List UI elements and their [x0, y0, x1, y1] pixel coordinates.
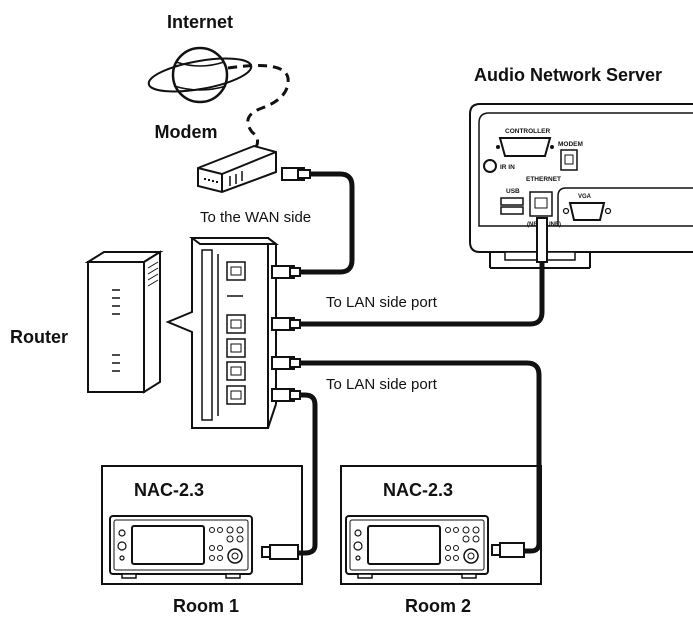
room-2-label: Room 2: [405, 596, 471, 616]
cable-router-to-room1: [296, 392, 318, 556]
server-label: Audio Network Server: [474, 65, 662, 85]
router-plug-icons: [271, 265, 301, 402]
modem-cable-plug-icon: [281, 167, 311, 181]
lan-label-1: To LAN side port: [326, 294, 438, 311]
usb-port-bottom: [500, 206, 524, 215]
modem-device-icon: [197, 144, 277, 194]
room-2-device-label: NAC-2.3: [383, 480, 453, 500]
panel-ethernet-label: ETHERNET: [526, 176, 561, 183]
server-rear-panel: CONTROLLER MODEM IR IN ETHERNET USB (NET…: [469, 103, 693, 269]
room-1-label: Room 1: [173, 596, 239, 616]
room-1-cable-plug-icon: [261, 544, 299, 560]
room-2-cable-plug-icon: [491, 542, 525, 558]
internet-globe-icon: [147, 46, 253, 104]
room-2-box: [340, 465, 542, 585]
router-panel-callout: [165, 237, 279, 429]
panel-vga-label: VGA: [578, 194, 592, 200]
modem-label: Modem: [155, 122, 218, 142]
modem-port: [560, 149, 578, 171]
internet-label: Internet: [167, 12, 233, 32]
wan-label: To the WAN side: [200, 209, 311, 226]
cable-router-to-room2: [300, 360, 542, 554]
router-tower-icon: [84, 250, 164, 394]
cable-modem-to-router-wan: [300, 171, 355, 275]
router-lan-port-4: [226, 385, 246, 405]
ethernet-port: [529, 191, 553, 217]
room-2-nac-unit-icon: [345, 515, 489, 579]
panel-controller-label: CONTROLLER: [505, 128, 550, 135]
room-1-device-label: NAC-2.3: [134, 480, 204, 500]
router-label: Router: [10, 327, 68, 347]
vga-port: [568, 202, 606, 221]
controller-serial-port: [498, 137, 552, 157]
router-lan-port-3: [226, 361, 246, 381]
room-1-box: [101, 465, 303, 585]
router-wan-port: [226, 261, 246, 281]
server-cable-plug-icon: [536, 217, 548, 263]
panel-ir-in-label: IR IN: [500, 164, 515, 171]
lan-label-2: To LAN side port: [326, 376, 438, 393]
panel-usb-label: USB: [506, 188, 520, 195]
router-lan-port-2: [226, 338, 246, 358]
room-1-nac-unit-icon: [109, 515, 253, 579]
cable-router-to-server: [300, 262, 545, 327]
router-lan-port-1: [226, 314, 246, 334]
ir-in-jack: [483, 159, 497, 173]
internet-modem-dashed-link: [227, 64, 290, 151]
usb-port-top: [500, 197, 524, 206]
panel-modem-label: MODEM: [558, 141, 583, 148]
